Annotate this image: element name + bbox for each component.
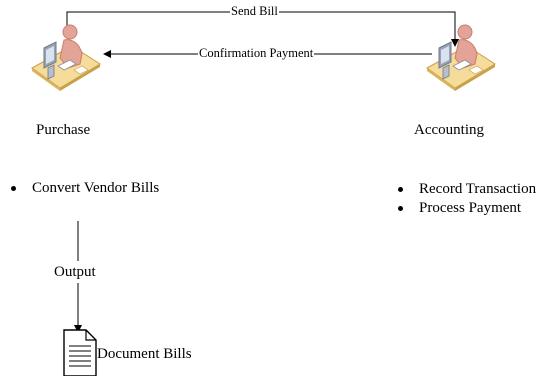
accounting-task-item: Process Payment [397, 199, 536, 218]
accounting-actor-name: Accounting [414, 122, 484, 138]
document-bills-label: Document Bills [97, 346, 192, 362]
purchase-task-list: Convert Vendor Bills [10, 179, 159, 198]
purchase-actor-name: Purchase [36, 122, 91, 138]
document-icon [63, 329, 97, 376]
accounting-task-item: Record Transaction [397, 180, 536, 199]
accounting-task-list: Record Transaction Process Payment [397, 180, 536, 218]
purchase-task-item: Convert Vendor Bills [10, 179, 159, 198]
confirmation-payment-label: Confirmation Payment [198, 46, 315, 60]
send-bill-label: Send Bill [230, 4, 279, 18]
accounting-workstation-icon [426, 24, 496, 92]
purchase-workstation-icon [31, 24, 101, 92]
output-label: Output [54, 261, 96, 283]
